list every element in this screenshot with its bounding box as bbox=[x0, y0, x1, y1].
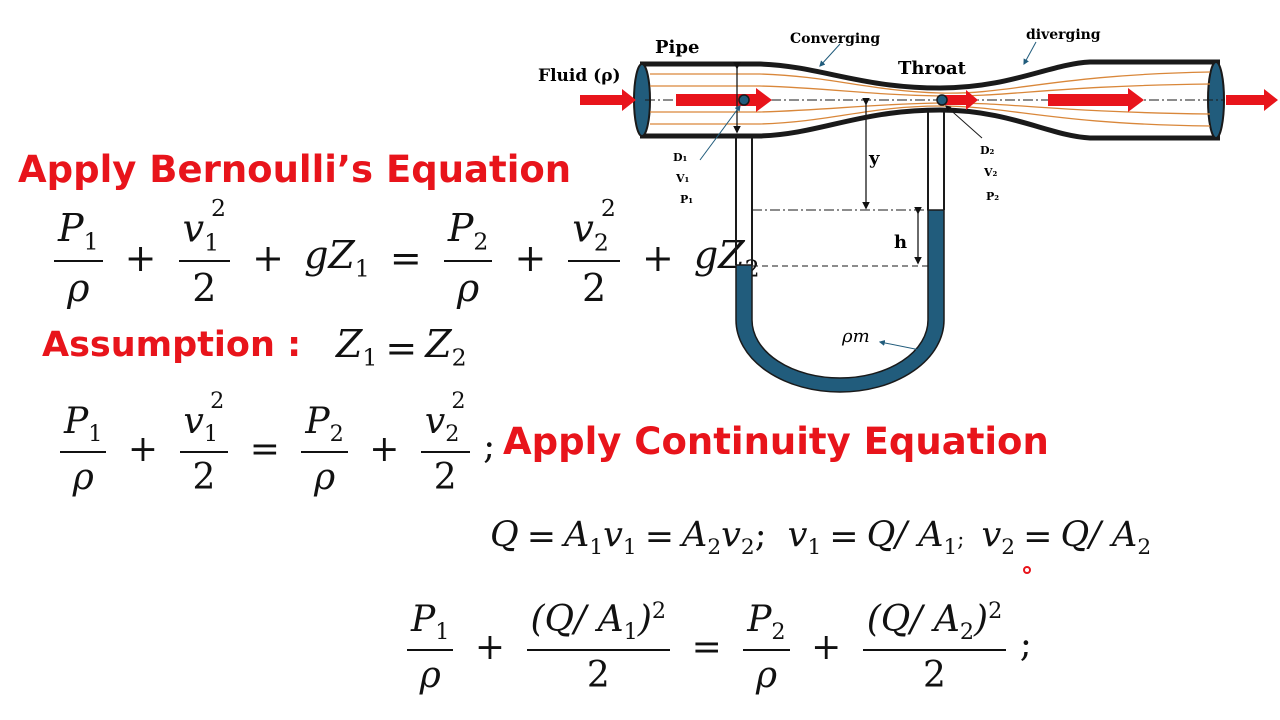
rho-m-label: ρm bbox=[841, 326, 870, 347]
assumption-equation: Z1=Z2 bbox=[336, 322, 467, 372]
pipe-flow-arrow-2 bbox=[1048, 88, 1144, 112]
continuity-equation: Q=A1v1=A2v2; v1=Q/ A1; v2=Q/ A2 bbox=[490, 515, 1152, 560]
d1-pointer bbox=[699, 105, 741, 161]
diverging-label: diverging bbox=[1026, 27, 1101, 43]
tap-point-2 bbox=[936, 94, 948, 106]
outlet-flow-arrow bbox=[1226, 89, 1278, 111]
pipe-top-wall bbox=[640, 59, 1220, 91]
pipe-flow-arrow-1 bbox=[676, 88, 772, 112]
rho-m-pointer bbox=[878, 339, 921, 351]
heading-assumption: Assumption : bbox=[42, 325, 302, 365]
pipe-bottom-wall bbox=[640, 107, 1220, 141]
v2-label: V₂ bbox=[983, 166, 998, 179]
throat-flow-arrow bbox=[944, 90, 978, 110]
venturi-diagram: Fluid (ρ) Pipe Converging Throat divergi… bbox=[538, 27, 1278, 393]
pipe-label: Pipe bbox=[655, 37, 699, 58]
heading-bernoulli: Apply Bernoulli’s Equation bbox=[18, 148, 572, 191]
p2-label: P₂ bbox=[986, 190, 999, 203]
cursor-dot bbox=[1023, 566, 1031, 574]
y-label: y bbox=[868, 148, 880, 169]
fluid-label: Fluid (ρ) bbox=[538, 66, 621, 86]
h-label: h bbox=[894, 232, 907, 253]
throat-label: Throat bbox=[898, 58, 967, 79]
tap-point-1 bbox=[738, 94, 750, 106]
inlet-flow-arrow bbox=[580, 89, 636, 111]
d1-label: D₁ bbox=[673, 151, 688, 164]
diverging-pointer bbox=[1023, 41, 1037, 66]
d2-pointer bbox=[945, 105, 983, 139]
p1-label: P₁ bbox=[680, 193, 693, 206]
converging-pointer bbox=[819, 43, 841, 67]
d2-label: D₂ bbox=[980, 144, 995, 157]
manometer-fluid bbox=[735, 209, 945, 393]
v1-label: V₁ bbox=[675, 172, 690, 185]
converging-label: Converging bbox=[790, 31, 880, 47]
heading-continuity: Apply Continuity Equation bbox=[503, 420, 1049, 463]
